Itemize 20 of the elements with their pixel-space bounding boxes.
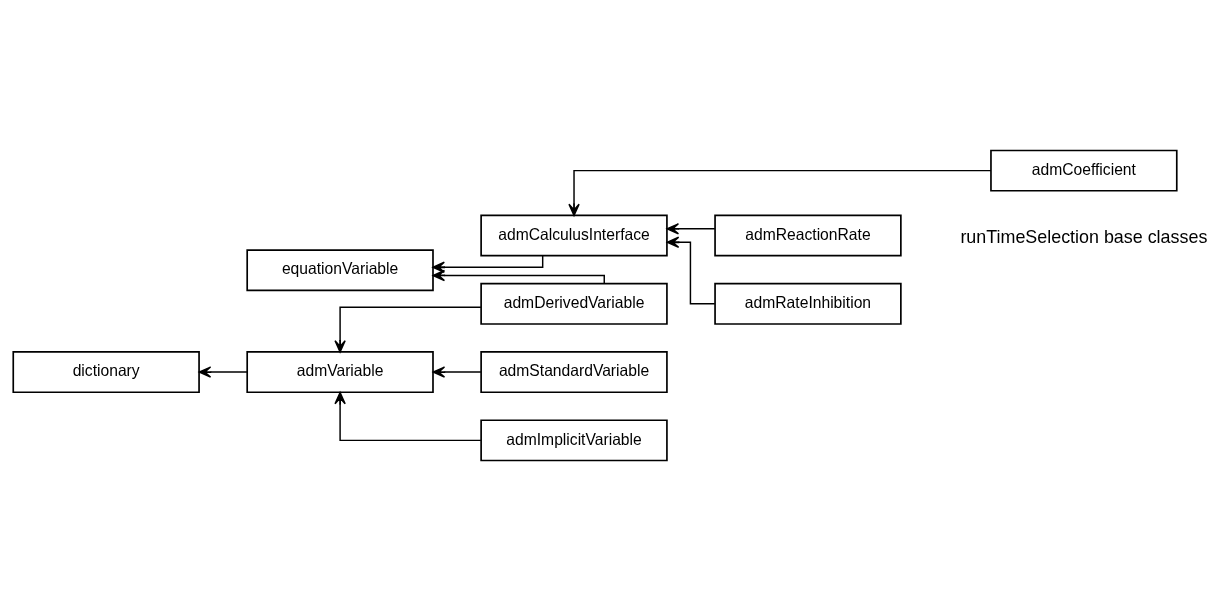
node-box: admImplicitVariable [480, 419, 668, 462]
arrow [432, 366, 482, 378]
node-box: admCoefficient [990, 149, 1178, 192]
node-box: admRateInhibition [714, 282, 902, 325]
arrow [568, 169, 992, 217]
node-box: dictionary [12, 351, 200, 394]
arrow [334, 391, 482, 442]
arrow [432, 269, 605, 285]
arrow [666, 223, 716, 235]
node-box: admCalculusInterface [480, 214, 668, 257]
node-box: admVariable [246, 351, 434, 394]
node-box: admDerivedVariable [480, 282, 668, 325]
label: runTimeSelection base classes [960, 227, 1208, 248]
node-box: admReactionRate [714, 214, 902, 257]
arrow [432, 255, 544, 274]
node-box: equationVariable [246, 249, 434, 292]
arrow [198, 366, 248, 378]
arrow [666, 236, 716, 305]
node-box: admStandardVariable [480, 351, 668, 394]
arrow [334, 306, 482, 353]
